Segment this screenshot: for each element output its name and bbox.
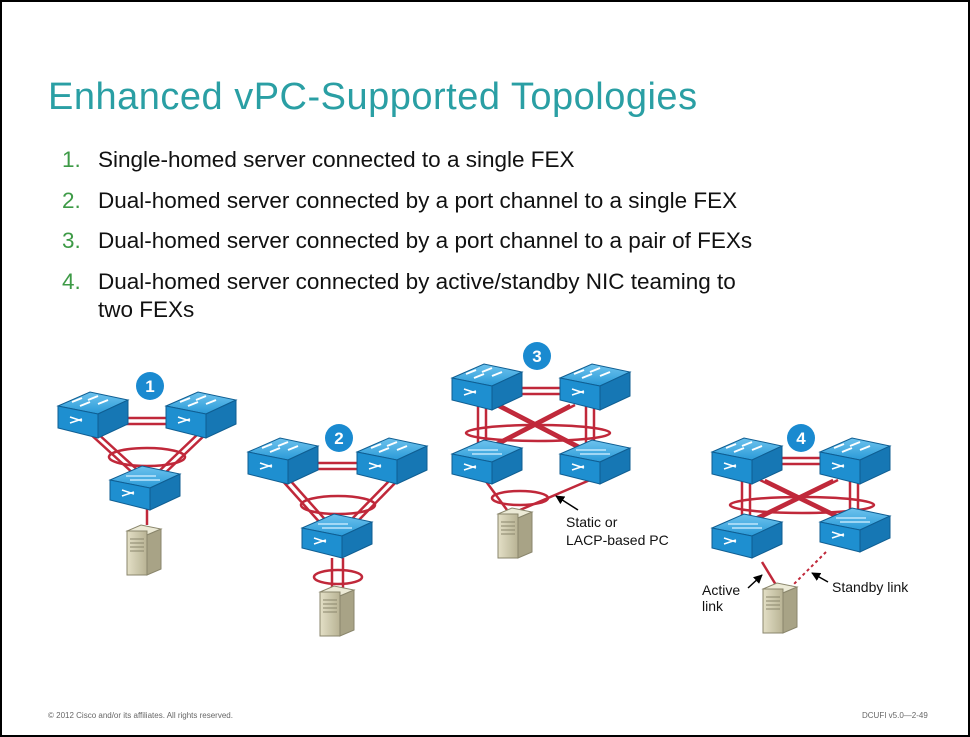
fex-icon [450,439,524,485]
list-item-1: 1. Single-homed server connected to a sin… [62,147,575,173]
topology-2: 2 [246,424,429,637]
badge-2: 2 [325,424,353,452]
list-item-3: 3. Dual-homed server connected by a port … [62,228,752,254]
fex-icon [108,465,182,511]
badge-4: 4 [787,424,815,452]
topology-1: 1 [56,372,238,576]
item-number: 4. [62,269,81,294]
arrow-icon [747,574,763,589]
badge-1-label: 1 [145,377,154,396]
label-static: Static or [566,514,618,530]
fex-icon [558,439,632,485]
nexus-switch-icon [710,437,784,485]
badge-4-label: 4 [796,429,806,448]
fex-icon [710,513,784,559]
badge-3: 3 [523,342,551,370]
list-item-4: 4. Dual-homed server connected by active/… [62,268,736,324]
server-icon [318,585,356,637]
slide-title: Enhanced vPC-Supported Topologies [48,76,698,118]
nexus-switch-icon [450,363,524,411]
nexus-switch-icon [558,363,632,411]
server-icon [125,524,163,576]
topology-3: 3 Static or LACP-based PC [450,342,669,559]
item-text: Dual-homed server connected by a port ch… [98,188,738,213]
badge-3-label: 3 [532,347,541,366]
server-icon [496,507,534,559]
arrow-icon [555,495,579,511]
server-icon [761,582,799,634]
item-number: 2. [62,188,81,213]
item-text-continued: two FEXs [98,297,195,322]
label-active: Active [702,582,740,598]
item-text: Single-homed server connected to a singl… [98,147,575,172]
fex-icon [818,507,892,553]
item-number: 1. [62,147,81,172]
topology-2-links [279,461,401,588]
item-text: Dual-homed server connected by active/st… [98,269,736,294]
item-number: 3. [62,228,81,253]
label-lacp: LACP-based PC [566,532,669,548]
badge-2-label: 2 [334,429,343,448]
topology-4: 4 Active link Standby link [702,424,909,634]
nexus-switch-icon [56,391,130,439]
label-standby-link: Standby link [832,579,909,595]
badge-1: 1 [136,372,164,400]
copyright-footer: © 2012 Cisco and/or its affiliates. All … [48,711,233,720]
arrow-icon [811,572,829,583]
label-active-link: link [702,598,724,614]
nexus-switch-icon [818,437,892,485]
list-item-2: 2. Dual-homed server connected by a port … [62,188,737,214]
fex-icon [300,513,374,559]
item-text: Dual-homed server connected by a port ch… [98,228,753,253]
nexus-switch-icon [246,437,320,485]
slide-number-footer: DCUFI v5.0—2-49 [862,711,928,720]
nexus-switch-icon [164,391,238,439]
nexus-switch-icon [355,437,429,485]
